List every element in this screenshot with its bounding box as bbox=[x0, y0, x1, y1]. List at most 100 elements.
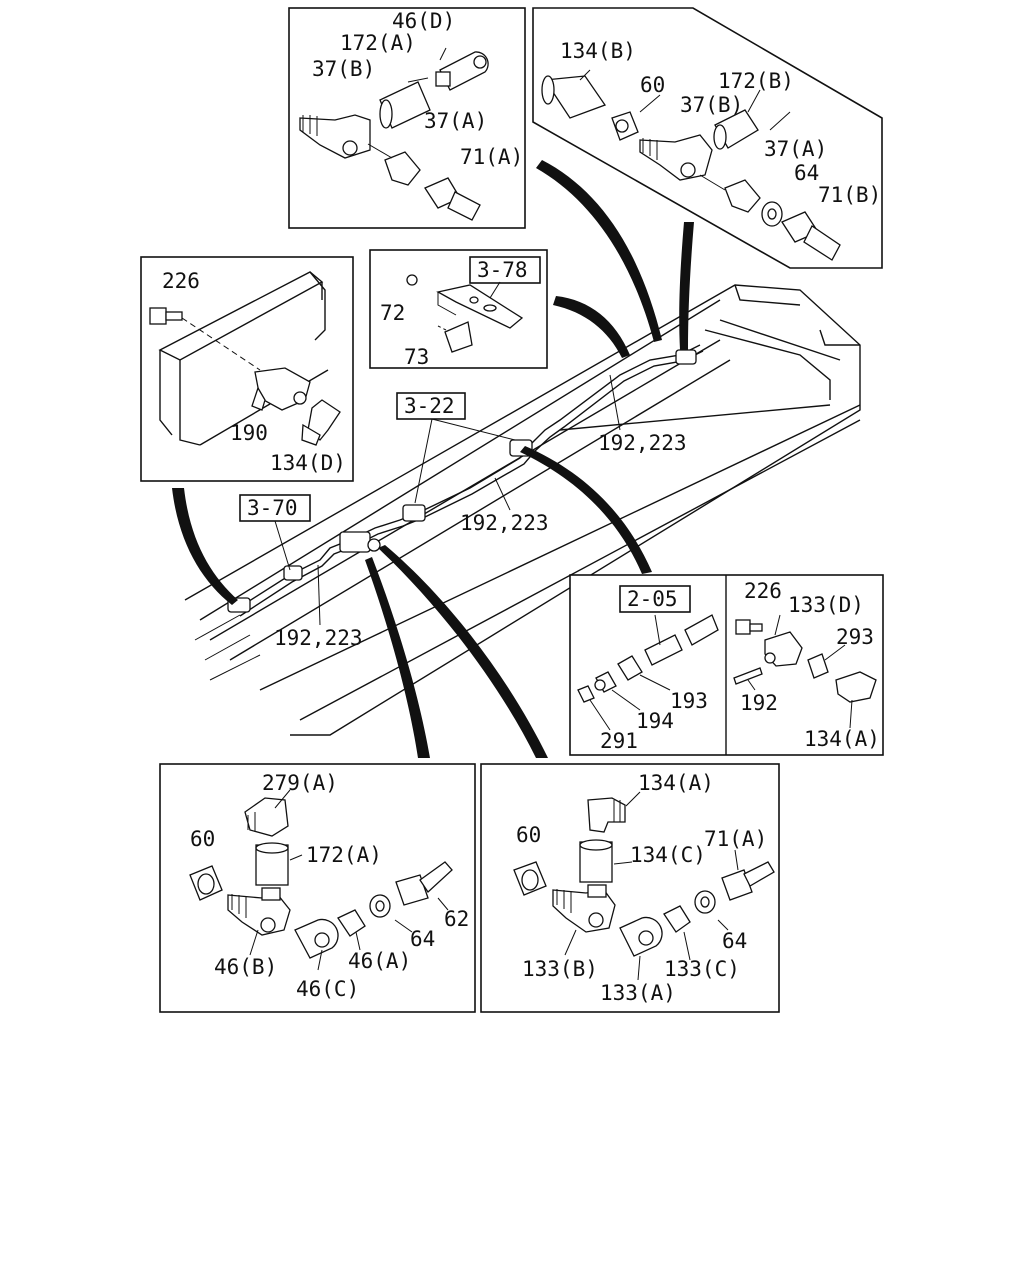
label-71a-bottom: 71(A) bbox=[704, 827, 767, 851]
label-46b: 46(B) bbox=[214, 955, 277, 979]
label-62: 62 bbox=[444, 907, 469, 931]
label-134c: 134(C) bbox=[630, 843, 706, 867]
part-172a-bl bbox=[255, 842, 289, 886]
part-46a bbox=[337, 909, 366, 937]
label-226-left: 226 bbox=[162, 269, 200, 293]
part-190 bbox=[251, 367, 311, 411]
ref-box-2-05 bbox=[619, 585, 691, 613]
label-133b: 133(B) bbox=[522, 957, 598, 981]
part-134a-right bbox=[835, 671, 877, 703]
part-60-bl bbox=[189, 865, 223, 901]
part-194 bbox=[594, 671, 617, 693]
ref-box-3-70 bbox=[239, 494, 311, 522]
label-46d: 46(D) bbox=[392, 9, 455, 33]
part-192-pin bbox=[733, 667, 763, 685]
part-60-br bbox=[513, 861, 547, 896]
part-62 bbox=[395, 861, 453, 906]
part-134b bbox=[541, 75, 607, 119]
label-134b: 134(B) bbox=[560, 39, 636, 63]
label-72: 72 bbox=[380, 301, 405, 325]
part-133d bbox=[764, 631, 803, 667]
part-46d bbox=[435, 51, 489, 91]
label-60-bl: 60 bbox=[190, 827, 215, 851]
label-ref-3-70: 3-70 bbox=[247, 496, 298, 520]
label-193: 193 bbox=[670, 689, 708, 713]
part-64-br bbox=[694, 890, 716, 914]
label-192-223-upper: 192,223 bbox=[598, 431, 687, 455]
brake-pipe bbox=[234, 344, 704, 617]
label-134d: 134(D) bbox=[270, 451, 346, 475]
part-134a-bottom bbox=[587, 797, 626, 833]
label-ref-2-05: 2-05 bbox=[627, 587, 678, 611]
part-293 bbox=[807, 653, 829, 679]
label-293: 293 bbox=[836, 625, 874, 649]
part-37a-right bbox=[724, 179, 761, 213]
detail-box-top-left: 46(D) 172(A) 37(B) 37(A) 71(A) bbox=[288, 7, 526, 229]
part-133b bbox=[552, 884, 616, 933]
label-134a-mid: 134(A) bbox=[804, 727, 880, 751]
label-37a-right: 37(A) bbox=[764, 137, 827, 161]
label-133a: 133(A) bbox=[600, 981, 676, 1005]
label-64-bl: 64 bbox=[410, 927, 435, 951]
part-bracket bbox=[436, 284, 524, 329]
part-72 bbox=[406, 274, 418, 286]
label-226-right: 226 bbox=[744, 579, 782, 603]
part-46b bbox=[227, 887, 291, 936]
part-37b-right bbox=[639, 134, 713, 181]
part-64-top bbox=[761, 201, 783, 227]
part-hose-205 bbox=[644, 614, 719, 666]
label-73: 73 bbox=[404, 345, 429, 369]
label-133c: 133(C) bbox=[664, 957, 740, 981]
label-279a: 279(A) bbox=[262, 771, 338, 795]
label-172a-top: 172(A) bbox=[340, 31, 416, 55]
part-71b bbox=[781, 211, 841, 261]
label-134a-bottom: 134(A) bbox=[638, 771, 714, 795]
detail-box-mid-left: 226 190 134(D) bbox=[140, 256, 354, 482]
part-71a-bottom bbox=[721, 861, 775, 901]
label-192-223-lower: 192,223 bbox=[274, 626, 363, 650]
label-46a: 46(A) bbox=[348, 949, 411, 973]
part-279a bbox=[244, 797, 289, 837]
part-134d bbox=[301, 399, 341, 446]
label-37b-right: 37(B) bbox=[680, 93, 743, 117]
part-172b bbox=[713, 109, 759, 150]
label-37a-top: 37(A) bbox=[424, 109, 487, 133]
part-226-right bbox=[735, 619, 763, 635]
label-133d: 133(D) bbox=[788, 593, 864, 617]
main-labels: 3-22 192,223 192,223 3-70 192,223 bbox=[239, 374, 687, 650]
part-71a-top bbox=[424, 177, 481, 221]
detail-box-mid-right: 2-05 193 194 291 bbox=[569, 574, 884, 756]
part-134c bbox=[579, 839, 613, 883]
part-291 bbox=[577, 685, 595, 703]
part-60-top bbox=[611, 111, 639, 141]
label-71a-top: 71(A) bbox=[460, 145, 523, 169]
ref-box-3-22 bbox=[396, 392, 466, 420]
part-64-bl bbox=[369, 894, 391, 918]
detail-box-bottom-left: 279(A) 60 172(A) 62 64 46(B) 46(A) 46(C) bbox=[159, 763, 476, 1013]
label-172a-bl: 172(A) bbox=[306, 843, 382, 867]
label-ref-3-78: 3-78 bbox=[477, 258, 528, 282]
detail-box-mid-center: 3-78 72 73 bbox=[369, 249, 548, 369]
label-192-223-middle: 192,223 bbox=[460, 511, 549, 535]
label-71b: 71(B) bbox=[818, 183, 881, 207]
label-46c: 46(C) bbox=[296, 977, 359, 1001]
ref-box-3-78 bbox=[469, 256, 541, 284]
label-64-br: 64 bbox=[722, 929, 747, 953]
part-193 bbox=[617, 655, 643, 681]
part-46c bbox=[294, 918, 339, 959]
part-37a-top bbox=[384, 151, 421, 186]
label-37b-top: 37(B) bbox=[312, 57, 375, 81]
part-172a-top bbox=[379, 81, 431, 129]
label-190: 190 bbox=[230, 421, 268, 445]
label-60-top: 60 bbox=[640, 73, 665, 97]
label-64-top: 64 bbox=[794, 161, 819, 185]
label-60-br: 60 bbox=[516, 823, 541, 847]
part-133c bbox=[663, 905, 691, 933]
part-37b-top bbox=[299, 114, 371, 159]
label-192: 192 bbox=[740, 691, 778, 715]
label-ref-3-22: 3-22 bbox=[404, 394, 455, 418]
detail-box-bottom-right: 134(A) 60 134(C) 71(A) 64 133(B) 133(C) … bbox=[480, 763, 780, 1013]
detail-box-top-right: 134(B) 60 172(B) 37(B) 37(A) 64 71(B) bbox=[532, 7, 883, 269]
part-133a bbox=[619, 916, 663, 957]
